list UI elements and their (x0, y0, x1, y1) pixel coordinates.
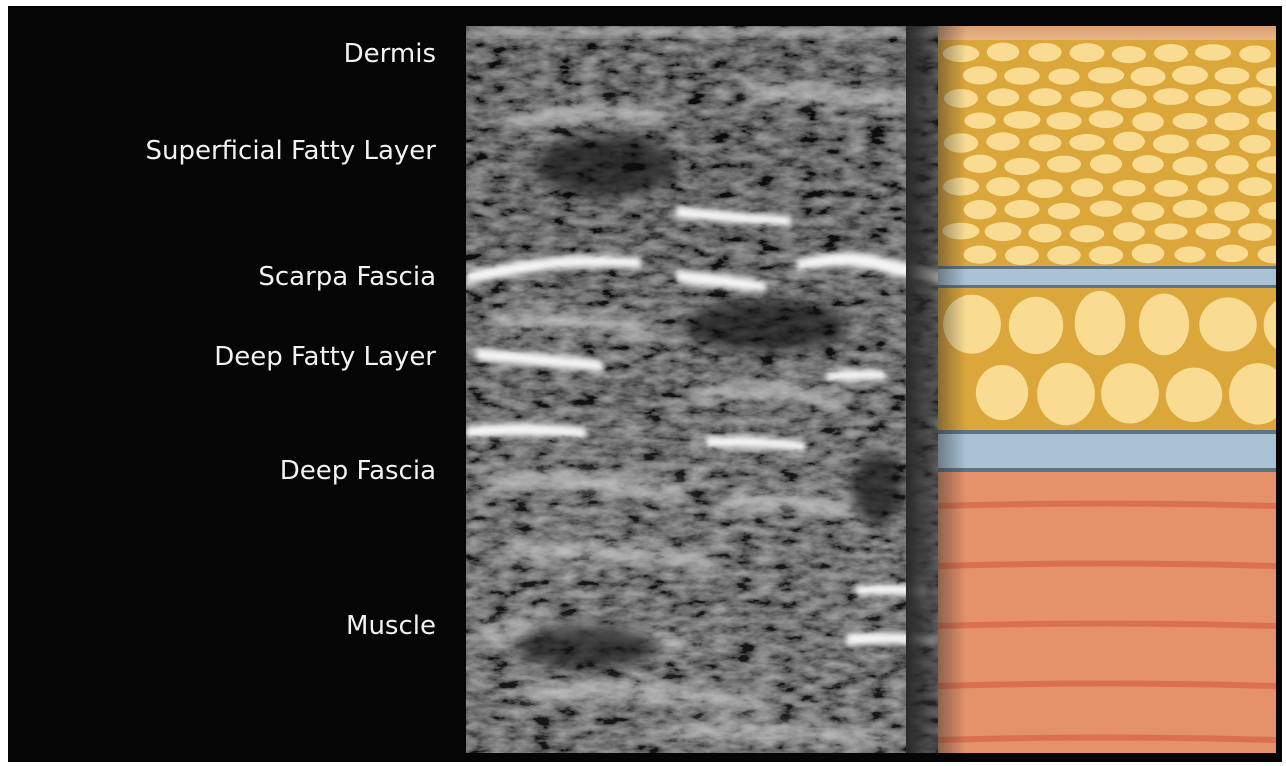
fat-cell (1028, 88, 1061, 106)
muscle-stripe (938, 564, 1276, 567)
fat-cell (1195, 223, 1230, 239)
fat-cell (1111, 89, 1147, 108)
fat-cell (1009, 297, 1063, 354)
fat-cell (1075, 291, 1126, 355)
fat-cell (1070, 225, 1105, 242)
fat-cell (1132, 244, 1165, 263)
fat-cell (1088, 67, 1124, 83)
fat-cell (1174, 246, 1205, 262)
fat-cell (1153, 88, 1189, 105)
fat-cell (1090, 200, 1123, 216)
fat-cell (1048, 69, 1079, 85)
fat-cell (1113, 132, 1145, 151)
fat-cell (1195, 89, 1231, 106)
fat-cell (1132, 112, 1164, 131)
fat-cell (1139, 293, 1189, 355)
fat-cell (1029, 134, 1062, 151)
fat-cell (1197, 177, 1229, 195)
fat-cell (1112, 180, 1145, 196)
fat-cell (1172, 113, 1207, 129)
schematic-muscle (938, 472, 1276, 753)
fat-cell (987, 43, 1020, 62)
fat-cell (1166, 368, 1223, 422)
fat-cell (1028, 224, 1061, 243)
fat-cell (963, 155, 996, 173)
fat-cell (986, 132, 1019, 150)
fat-cell (1089, 110, 1124, 128)
fat-cell (976, 365, 1028, 420)
fat-cell (1048, 203, 1080, 220)
fat-cell (1172, 66, 1208, 85)
fat-cell (1004, 200, 1039, 218)
fat-cell (1238, 177, 1272, 196)
fat-cell (986, 177, 1019, 196)
fat-cell (1037, 363, 1095, 425)
fat-cell (1101, 363, 1159, 423)
label-superficial-fatty-layer: Superficial Fatty Layer (145, 136, 436, 166)
fat-cell (1132, 202, 1165, 221)
fat-cell (1132, 155, 1164, 173)
fat-cell (1003, 111, 1040, 129)
label-scarpa-fascia: Scarpa Fascia (258, 262, 436, 292)
tissue-panel-svg (466, 26, 1276, 753)
fat-cell (1238, 223, 1272, 241)
fat-cell (1195, 44, 1231, 60)
blend-edge (906, 26, 966, 753)
fat-cell (1112, 46, 1146, 63)
fat-cell (1070, 43, 1105, 62)
schematic-dermis (938, 26, 1276, 40)
schematic-scarpa-fascia (938, 269, 1276, 285)
fat-cell (1154, 180, 1188, 197)
muscle-stripe (938, 504, 1276, 507)
muscle-stripe (938, 624, 1276, 627)
fat-cell (1199, 298, 1256, 352)
fat-cell (1113, 222, 1145, 241)
fat-cell (1154, 223, 1187, 239)
fat-cell (1004, 67, 1040, 84)
fat-cell (1196, 134, 1229, 151)
fat-cell (964, 200, 997, 219)
fat-cell (1047, 246, 1081, 265)
fat-cell (1216, 245, 1248, 263)
fat-cell (1046, 112, 1081, 130)
label-deep-fascia: Deep Fascia (280, 456, 436, 486)
fat-cell (1047, 156, 1081, 173)
fat-cell (1215, 155, 1249, 174)
fat-cell (1070, 91, 1104, 108)
fat-cell (985, 222, 1022, 241)
fat-cell (1028, 43, 1061, 62)
label-dermis: Dermis (344, 39, 436, 69)
fat-cell (1071, 178, 1103, 197)
fat-cell (1172, 157, 1207, 176)
schematic-illustration (938, 26, 1276, 753)
fat-cell (987, 88, 1019, 106)
fat-cell (964, 245, 997, 263)
fat-cell (1130, 67, 1165, 86)
fat-cell (1214, 201, 1249, 221)
fat-cell (1005, 246, 1039, 265)
fat-cell (1089, 246, 1123, 264)
fat-cell (1215, 112, 1250, 130)
fat-cell (1239, 45, 1270, 62)
fat-cell (963, 66, 997, 84)
fat-cell (1090, 154, 1122, 173)
label-muscle: Muscle (346, 611, 436, 641)
muscle-stripe (938, 684, 1276, 687)
fat-cell (1239, 135, 1271, 154)
fat-cell (1173, 200, 1208, 218)
ultrasound-image (466, 26, 946, 753)
fat-cell (1027, 179, 1062, 198)
fat-cell (1238, 87, 1272, 106)
fat-cell (1153, 135, 1189, 154)
figure-frame: Dermis Superficial Fatty Layer Scarpa Fa… (8, 6, 1282, 762)
fat-cell (964, 112, 995, 128)
label-deep-fatty-layer: Deep Fatty Layer (214, 342, 436, 372)
muscle-stripe (938, 738, 1276, 741)
fat-cell (1214, 67, 1249, 84)
fat-cell (1069, 134, 1105, 151)
fat-cell (1154, 44, 1188, 62)
tissue-panel (466, 26, 1276, 753)
schematic-deep-fascia (938, 434, 1276, 468)
fat-cell (1004, 158, 1040, 175)
